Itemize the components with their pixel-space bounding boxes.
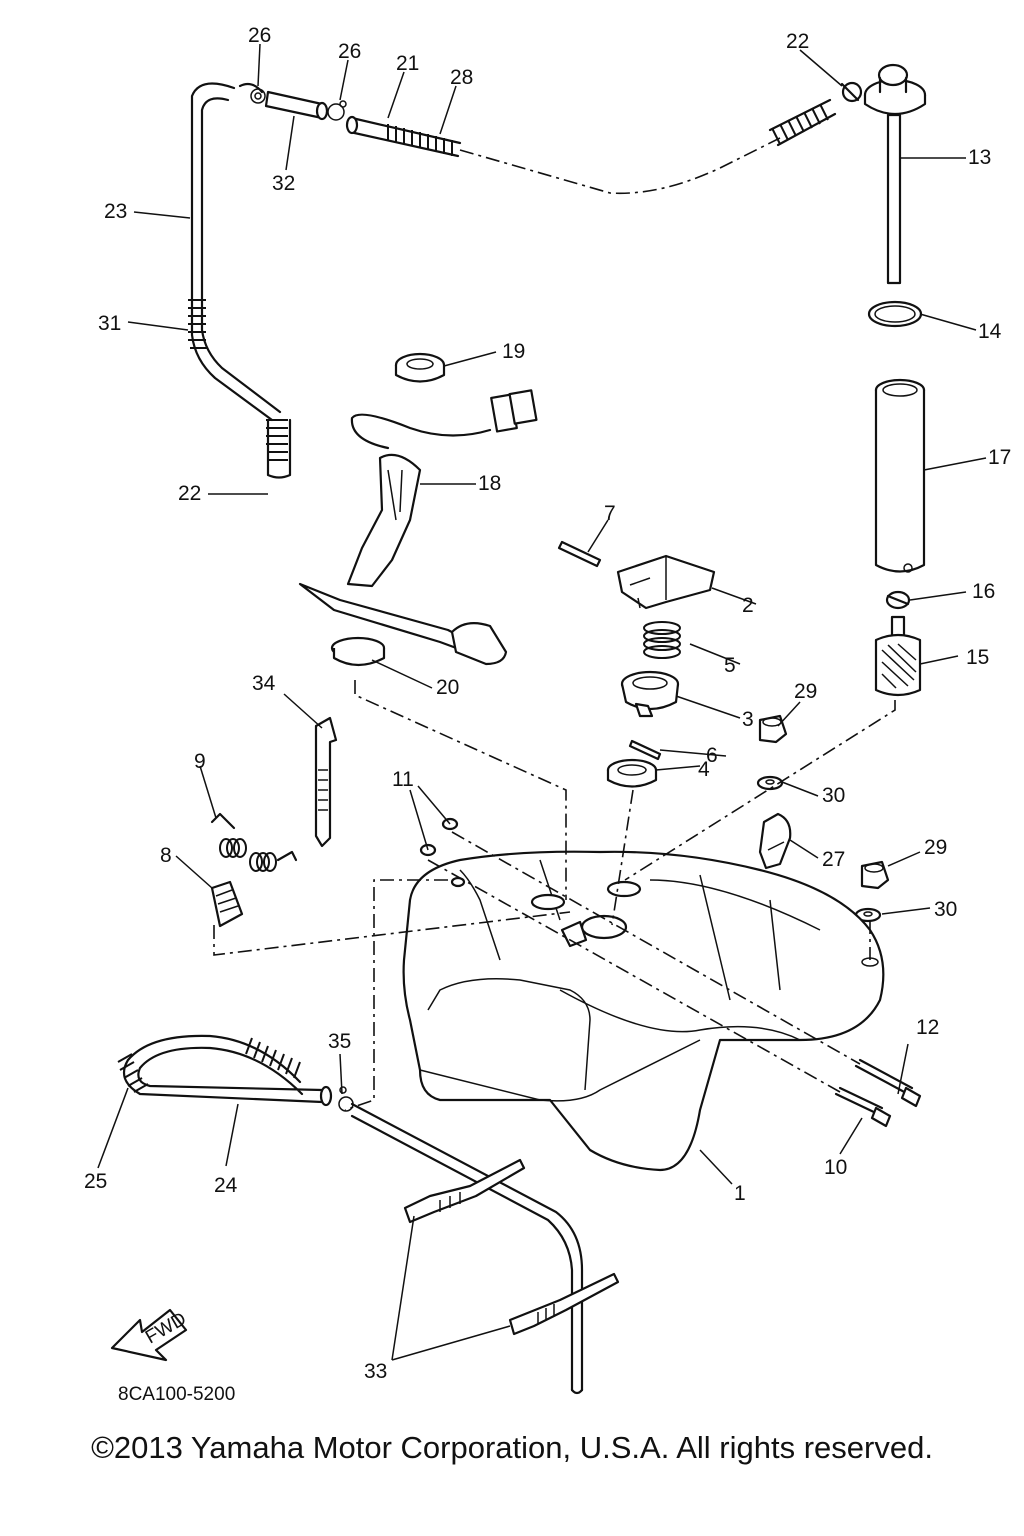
callout-3: 3 [742, 708, 754, 731]
callout-4: 4 [698, 758, 710, 781]
nut-29-upper [758, 714, 788, 744]
hose-23-31 [188, 82, 292, 479]
callout-24: 24 [214, 1174, 238, 1197]
clip-26-right [327, 100, 347, 121]
clip-16 [885, 590, 911, 610]
grommet-19 [394, 352, 446, 383]
callout-29a: 29 [794, 680, 817, 703]
copyright-notice: ©2013 Yamaha Motor Corporation, U.S.A. A… [91, 1430, 933, 1465]
callout-1: 1 [734, 1182, 746, 1205]
callout-7: 7 [604, 502, 616, 525]
fuel-filter-15 [874, 615, 922, 697]
clip-22-top [840, 81, 863, 103]
callout-6: 6 [706, 744, 718, 767]
callout-22a: 22 [786, 30, 809, 53]
fuel-sender-18 [298, 389, 538, 666]
callout-15: 15 [966, 646, 989, 669]
callout-19: 19 [502, 340, 525, 363]
callout-34: 34 [252, 672, 276, 695]
callout-11: 11 [392, 768, 414, 791]
pad-8 [210, 880, 244, 928]
pipe-17 [874, 378, 926, 573]
hose-24-25 [117, 1034, 333, 1107]
joint-32 [264, 90, 329, 121]
callout-30a: 30 [822, 784, 845, 807]
callout-9: 9 [194, 750, 206, 773]
washers-11 [419, 817, 459, 857]
callout-35: 35 [328, 1030, 351, 1053]
callout-22b: 22 [178, 482, 201, 505]
bolt-10 [834, 1086, 892, 1128]
cap-3 [620, 670, 680, 718]
callout-2: 2 [742, 594, 754, 617]
callout-20: 20 [436, 676, 459, 699]
diagram-code: 8CA100-5200 [118, 1384, 235, 1405]
callout-12: 12 [916, 1016, 939, 1039]
callout-25: 25 [84, 1170, 107, 1193]
leader-lines [97, 43, 987, 1361]
callout-30b: 30 [934, 898, 957, 921]
callout-14: 14 [978, 320, 1002, 343]
washer-30-upper [756, 775, 784, 791]
callout-28: 28 [450, 66, 473, 89]
pin-6 [628, 739, 662, 761]
grommet-20 [330, 636, 386, 667]
grommet-4 [606, 758, 658, 788]
callout-26b: 26 [338, 40, 361, 63]
fwd-arrow-icon: FWD [110, 1309, 190, 1362]
spring-9 [210, 812, 298, 872]
callout-21: 21 [396, 52, 419, 75]
pin-7 [557, 540, 602, 568]
vent-hose [350, 1102, 584, 1395]
callout-18: 18 [478, 472, 501, 495]
bracket-2 [616, 554, 716, 610]
fuel-tank-1 [402, 850, 885, 1172]
callout-13: 13 [968, 146, 991, 169]
callout-32: 32 [272, 172, 295, 195]
o-ring-14 [867, 300, 923, 328]
bands-33 [403, 1158, 620, 1336]
callout-17: 17 [988, 446, 1011, 469]
band-34 [314, 716, 338, 848]
callout-5: 5 [724, 654, 736, 677]
callout-33: 33 [364, 1360, 387, 1383]
callout-10: 10 [824, 1156, 847, 1179]
callout-27: 27 [822, 848, 845, 871]
clamp-27 [758, 812, 792, 870]
callout-31: 31 [98, 312, 121, 335]
callouts: 26 26 21 28 32 22 13 14 23 31 19 18 17 2… [84, 24, 1011, 1383]
hose-21-28 [345, 98, 837, 195]
clip-26-left [238, 82, 266, 104]
callout-8: 8 [160, 844, 172, 867]
callout-23: 23 [104, 200, 127, 223]
fuel-pickup-13 [863, 63, 927, 285]
callout-16: 16 [972, 580, 995, 603]
callout-26a: 26 [248, 24, 271, 47]
nut-29-lower [860, 860, 890, 890]
assembly-lines [213, 680, 896, 1111]
callout-29b: 29 [924, 836, 947, 859]
spring-5 [643, 621, 681, 659]
